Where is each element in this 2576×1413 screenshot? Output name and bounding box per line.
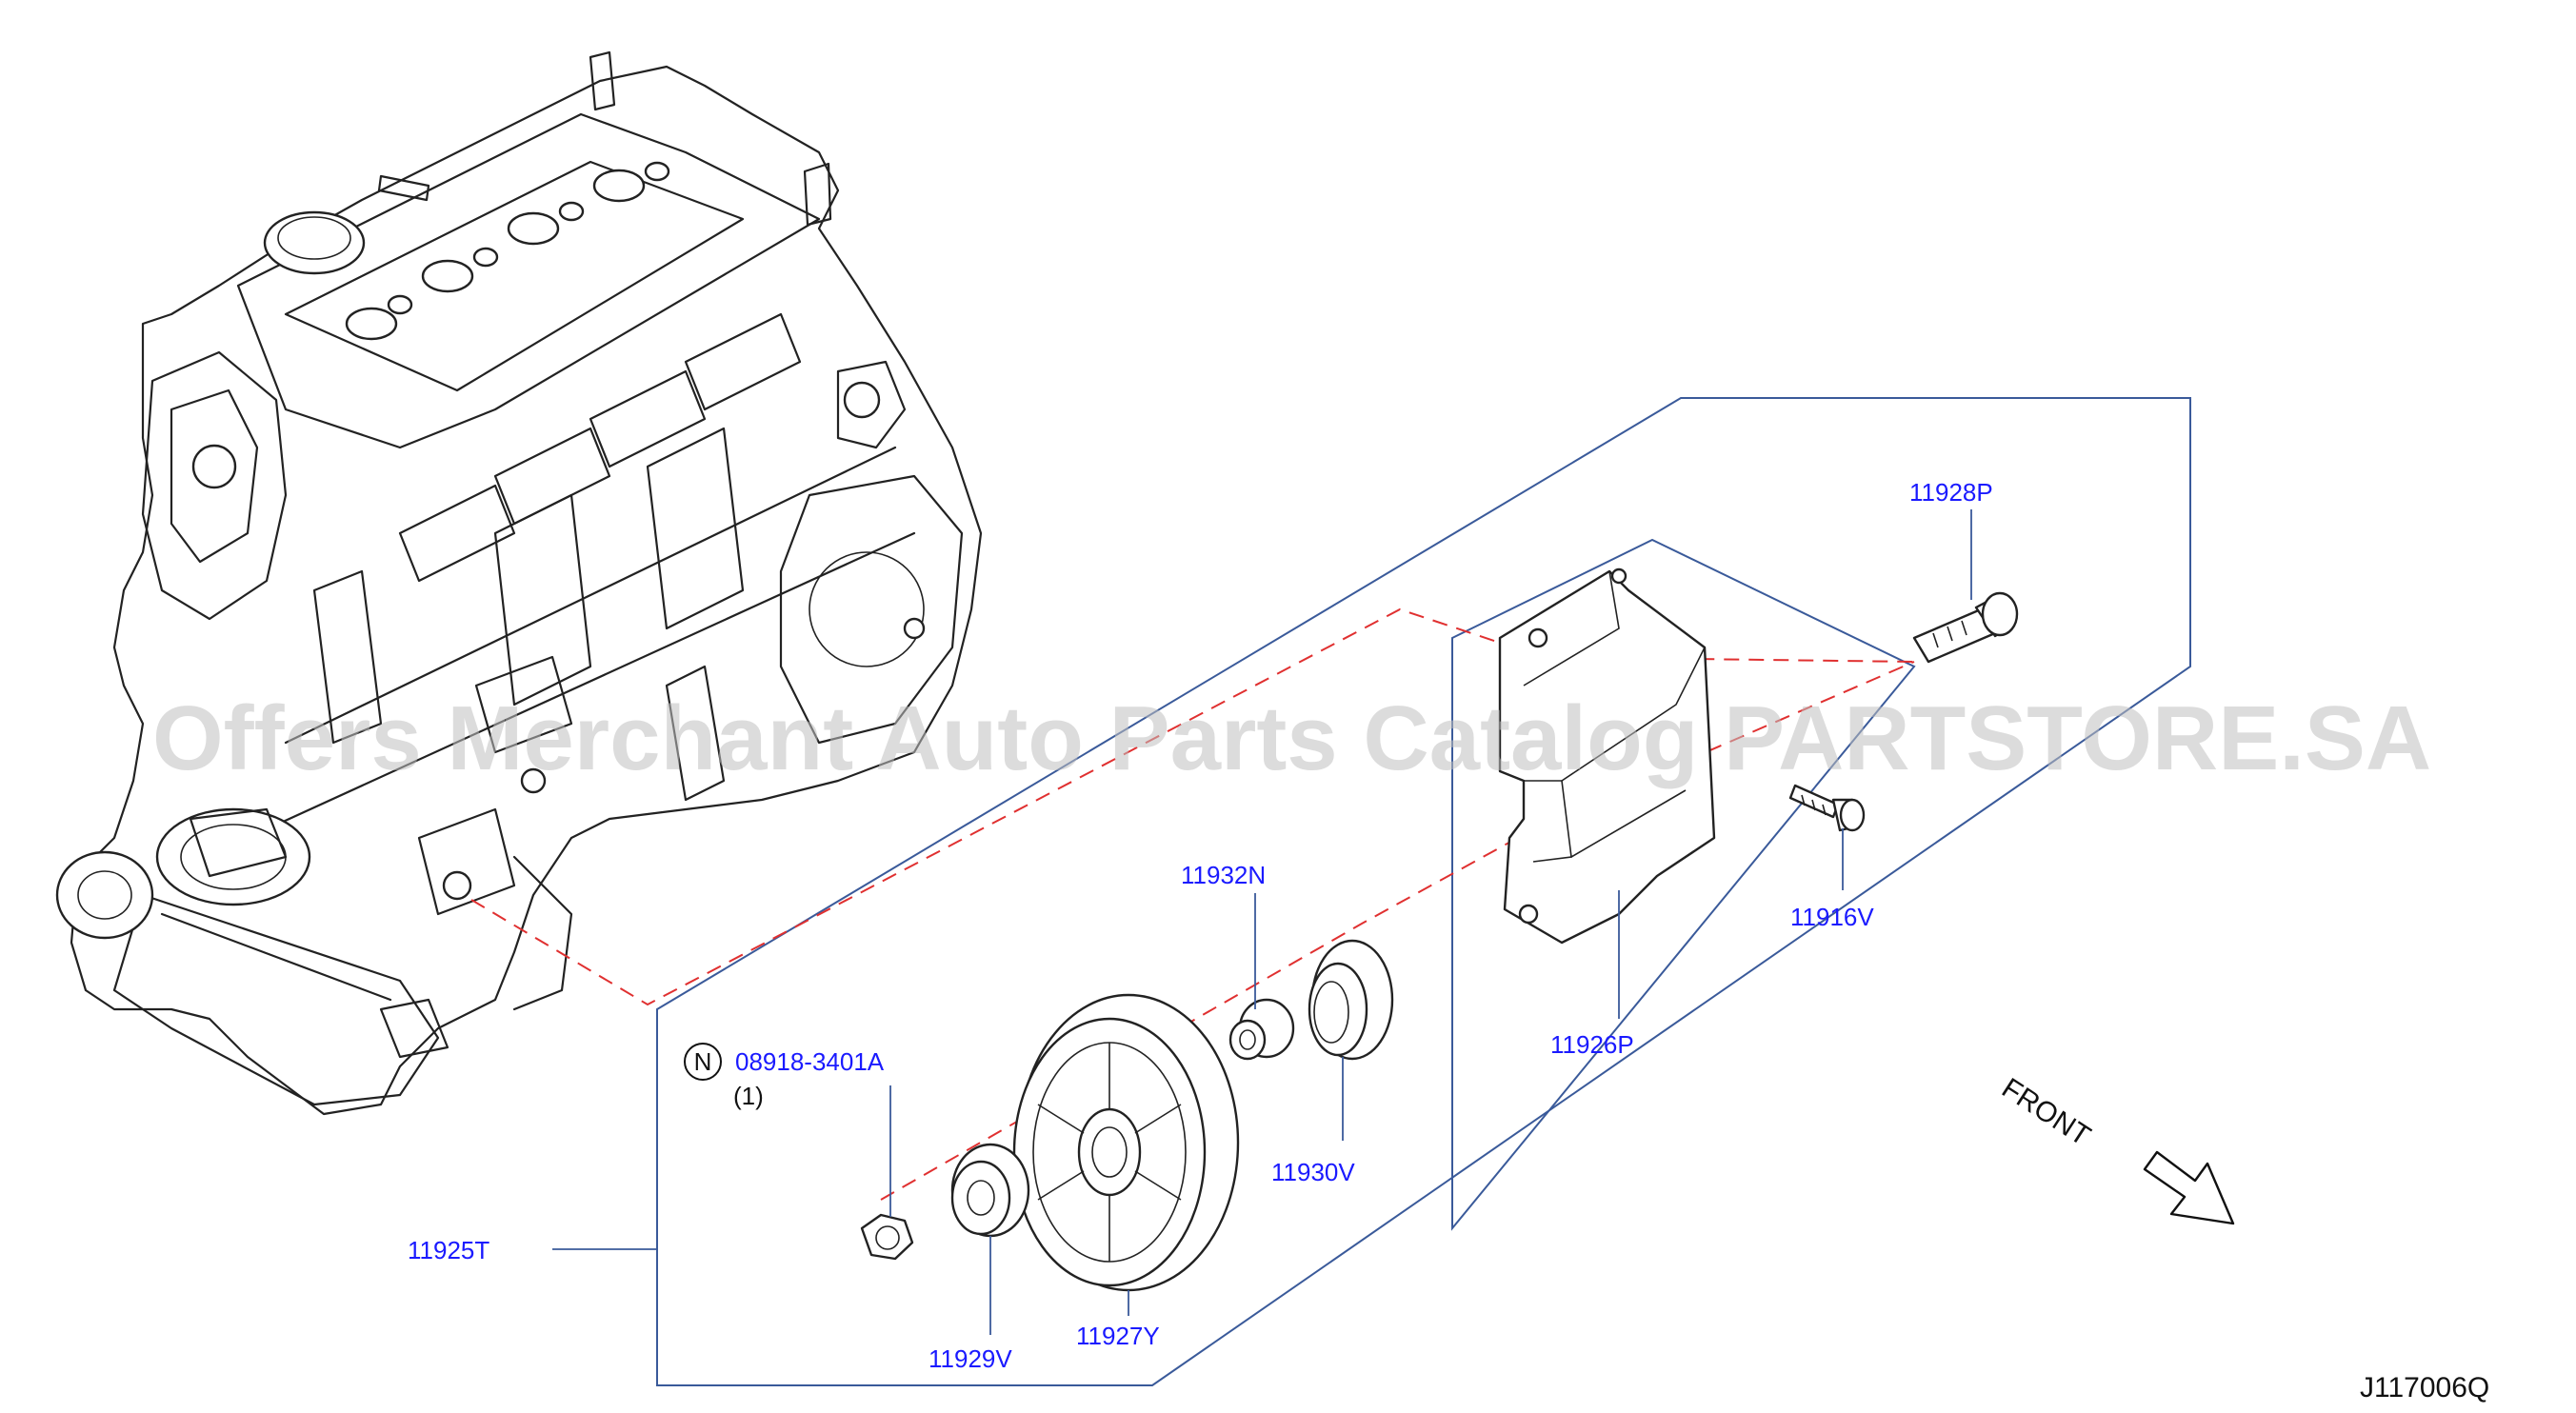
label-11932N[interactable]: 11932N [1181, 861, 1266, 889]
watermark-text: Offers Merchant Auto Parts Catalog PARTS… [152, 687, 2431, 789]
part-11927Y-pulley[interactable] [1012, 993, 1240, 1292]
note-n-icon [684, 1043, 722, 1081]
leader-lines [552, 509, 1972, 1335]
outer-assembly-bracket [656, 397, 2191, 1386]
note-n-symbol: N [694, 1047, 712, 1076]
engine-assembly-illustration [55, 50, 983, 1116]
front-label: FRONT [1996, 1072, 2096, 1152]
part-08918-3401A-nut[interactable] [860, 1213, 914, 1261]
part-11926P-bracket[interactable] [1498, 567, 1716, 945]
label-11916V[interactable]: 11916V [1790, 903, 1874, 931]
label-11930V[interactable]: 11930V [1271, 1158, 1355, 1186]
part-11932N-spacer[interactable] [1228, 998, 1295, 1061]
label-08918-3401A[interactable]: 08918-3401A [735, 1047, 885, 1076]
front-arrow-icon [2143, 1150, 2235, 1225]
diagram-code: J117006Q [2360, 1372, 2489, 1403]
part-11916V-bolt[interactable] [1788, 784, 1866, 832]
part-11928P-bolt[interactable] [1912, 591, 2019, 664]
part-11929V-washer[interactable] [950, 1143, 1030, 1238]
label-11929V[interactable]: 11929V [929, 1344, 1012, 1373]
label-11925T[interactable]: 11925T [408, 1236, 489, 1264]
part-labels: 11928P 11916V 11926P 11932N 11930V N 089… [408, 478, 1993, 1373]
front-direction-indicator: FRONT [1996, 1072, 2235, 1225]
label-11927Y[interactable]: 11927Y [1076, 1322, 1160, 1350]
part-11930V-seal[interactable] [1308, 939, 1394, 1061]
assembly-brackets [656, 397, 2191, 1386]
label-08918-3401A-qty: (1) [733, 1082, 764, 1110]
inner-assembly-bracket [1451, 538, 1916, 1231]
label-11928P[interactable]: 11928P [1909, 478, 1993, 507]
label-11926P[interactable]: 11926P [1550, 1030, 1634, 1059]
